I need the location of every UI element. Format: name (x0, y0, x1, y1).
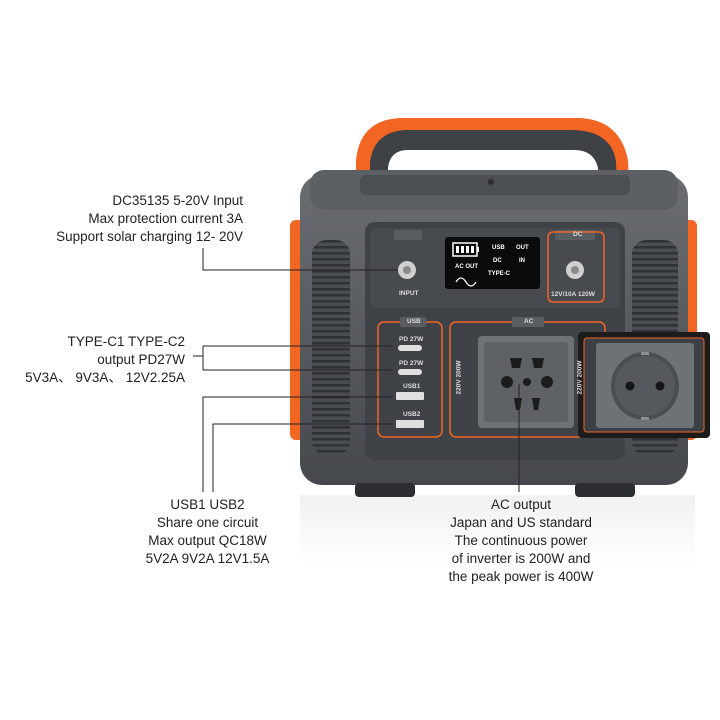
callout-line: Max protection current 3A (88, 211, 243, 226)
ac-voltage-left: 220V 200W (455, 360, 463, 395)
pd1-label: PD 27W (399, 336, 424, 343)
callout-line: USB1 USB2 (170, 497, 245, 512)
pd2-label: PD 27W (399, 360, 424, 367)
callout-line: of inverter is 200W and (451, 551, 591, 566)
callout-lines (193, 248, 520, 492)
usb-callout: USB1 USB2 Share one circuit Max output Q… (110, 496, 305, 568)
dc-input-callout: DC35135 5-20V Input Max protection curre… (56, 192, 243, 246)
left-grip (312, 240, 350, 455)
ac-label: AC (524, 318, 534, 325)
callout-line: the peak power is 400W (448, 569, 594, 584)
callout-line: 5V3A、 9V3A、 12V2.25A (25, 370, 185, 385)
ac-callout: AC output Japan and US standard The cont… (421, 496, 621, 586)
callout-line: DC35135 5-20V Input (112, 193, 243, 208)
display-in: IN (519, 258, 525, 264)
callout-line: Max output QC18W (148, 533, 267, 548)
usb-label: USB (407, 318, 421, 325)
display-usb: USB (492, 245, 505, 251)
callout-line: AC output (490, 497, 552, 512)
callout-line: The continuous power (454, 533, 588, 548)
handle-grip (370, 130, 618, 200)
callout-line: 5V2A 9V2A 12V1.5A (145, 551, 270, 566)
input-label: INPUT (399, 290, 419, 297)
dc-spec: 12V/10A 120W (551, 291, 595, 298)
display-ac-out: AC OUT (455, 264, 478, 270)
usb1-label: USB1 (403, 383, 421, 390)
type-c-callout: TYPE-C1 TYPE-C2 output PD27W 5V3A、 9V3A、… (25, 333, 185, 387)
callout-line: Support solar charging 12- 20V (56, 229, 243, 244)
callout-line: TYPE-C1 TYPE-C2 (67, 334, 185, 349)
dc-box (547, 231, 605, 303)
callout-line: output PD27W (97, 352, 185, 367)
dc-label: DC (573, 231, 583, 238)
display-dc: DC (493, 258, 502, 264)
callout-line: Share one circuit (156, 515, 259, 530)
display-type-c: TYPE-C (488, 271, 511, 277)
ac-voltage-right: 220V 200W (576, 360, 584, 395)
display-out: OUT (516, 245, 529, 251)
usb2-label: USB2 (403, 411, 421, 418)
callout-line: Japan and US standard (450, 515, 592, 530)
